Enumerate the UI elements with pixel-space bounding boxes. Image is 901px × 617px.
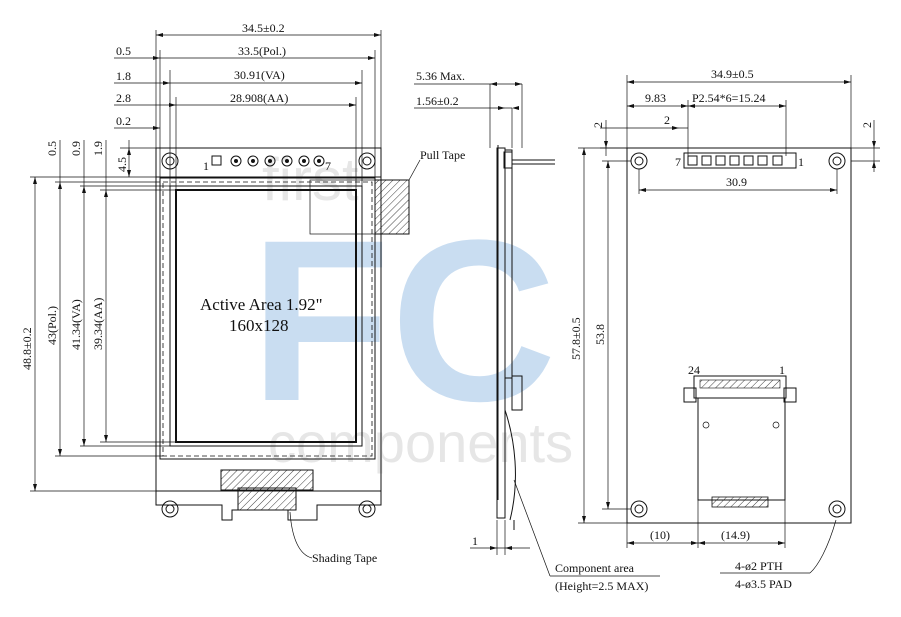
- front-v-offset-pol: 0.5: [45, 141, 59, 156]
- back-overall-width: 34.9±0.5: [711, 67, 754, 81]
- front-left-dimensions: [30, 140, 176, 492]
- back-fpc-stiffener: [711, 496, 769, 508]
- back-fpc-pin-first: 24: [688, 363, 700, 377]
- back-view: 7 1 24 1: [569, 67, 880, 591]
- back-hole-offset-right: 2: [860, 122, 874, 128]
- active-area-resolution: 160x128: [229, 316, 289, 335]
- pull-tape-label: Pull Tape: [420, 148, 465, 162]
- front-offset-edge: 0.2: [116, 114, 131, 128]
- front-pin-row-offset: 4.5: [115, 157, 129, 172]
- back-pcb-outline: [626, 147, 852, 524]
- back-hole-spacing: 30.9: [726, 175, 747, 189]
- shading-tape-upper: [220, 469, 314, 491]
- back-mounting-holes: [630, 152, 846, 518]
- pull-tape: [374, 179, 410, 235]
- back-dimensions: [578, 75, 880, 548]
- back-pin-last: 1: [798, 155, 804, 169]
- back-connector-offset: (10): [650, 528, 670, 542]
- back-pad-label: 4-ø3.5 PAD: [735, 577, 792, 591]
- back-header: [683, 152, 797, 169]
- pull-tape-outline: [309, 179, 410, 235]
- front-v-offset-aa: 1.9: [91, 141, 105, 156]
- back-overall-height: 57.8±0.5: [569, 317, 583, 360]
- front-offset-va: 1.8: [116, 69, 131, 83]
- front-offset-pol: 0.5: [116, 44, 131, 58]
- side-fpc: [504, 409, 516, 521]
- side-panel: [505, 149, 513, 379]
- watermark-top-word: first: [262, 146, 359, 213]
- back-fpc-connector: [693, 375, 787, 399]
- glass-outline: [159, 177, 376, 460]
- back-pin-first: 7: [675, 155, 681, 169]
- front-va-width: 30.91(VA): [234, 68, 285, 82]
- front-va-height: 41.34(VA): [69, 299, 83, 350]
- back-header-pins: [687, 155, 783, 166]
- back-pin-pitch: P2.54*6=15.24: [692, 91, 765, 105]
- front-overall-height: 48.8±0.2: [20, 327, 34, 370]
- back-hole-offset-top-left: 2: [591, 122, 605, 128]
- back-fpc-tail: [697, 398, 786, 501]
- front-aa-width: 28.908(AA): [230, 91, 288, 105]
- front-pin-last-label: 7: [325, 159, 331, 173]
- shading-tape-leader: [289, 511, 313, 559]
- back-pth-label: 4-ø2 PTH: [735, 559, 783, 573]
- back-connector-width: (14.9): [721, 528, 750, 542]
- side-connector: [511, 375, 523, 411]
- back-hole-offset-top-inner: 2: [664, 113, 670, 127]
- active-area-title: Active Area 1.92": [200, 295, 323, 314]
- side-component-note: (Height=2.5 MAX): [555, 579, 648, 593]
- back-pin-offset: 9.83: [645, 91, 666, 105]
- front-header-pins: [211, 155, 325, 167]
- side-view: 5.36 Max. 1.56±0.2 1 Component area (Hei…: [414, 69, 660, 593]
- shading-tape-lower: [237, 487, 297, 511]
- shading-tape-label: Shading Tape: [312, 551, 377, 565]
- front-pol-width: 33.5(Pol.): [238, 44, 286, 58]
- pull-tape-leader: [408, 159, 421, 181]
- side-panel-thickness: 1.56±0.2: [416, 94, 459, 108]
- active-area-outline: [175, 189, 357, 443]
- front-aa-height: 39.34(AA): [91, 298, 105, 350]
- back-fpc-pin-last: 1: [779, 363, 785, 377]
- back-pth-leader: [809, 519, 837, 574]
- front-overall-width: 34.5±0.2: [242, 21, 285, 35]
- side-component-area: Component area: [555, 561, 635, 575]
- front-pol-height: 43(Pol.): [45, 306, 59, 345]
- front-v-offset-va: 0.9: [69, 141, 83, 156]
- viewing-area-outline: [169, 185, 363, 447]
- side-max-thickness: 5.36 Max.: [416, 69, 465, 83]
- back-hole-v-spacing: 53.8: [593, 324, 607, 345]
- front-view: 1 7 Active Area 1.92" 160x128 Pull Tape …: [20, 21, 465, 565]
- side-board-thickness: 1: [472, 534, 478, 548]
- front-top-dimensions: [114, 30, 382, 190]
- polarizer-outline: [162, 181, 373, 457]
- front-offset-aa: 2.8: [116, 91, 131, 105]
- front-pin-first-label: 1: [203, 159, 209, 173]
